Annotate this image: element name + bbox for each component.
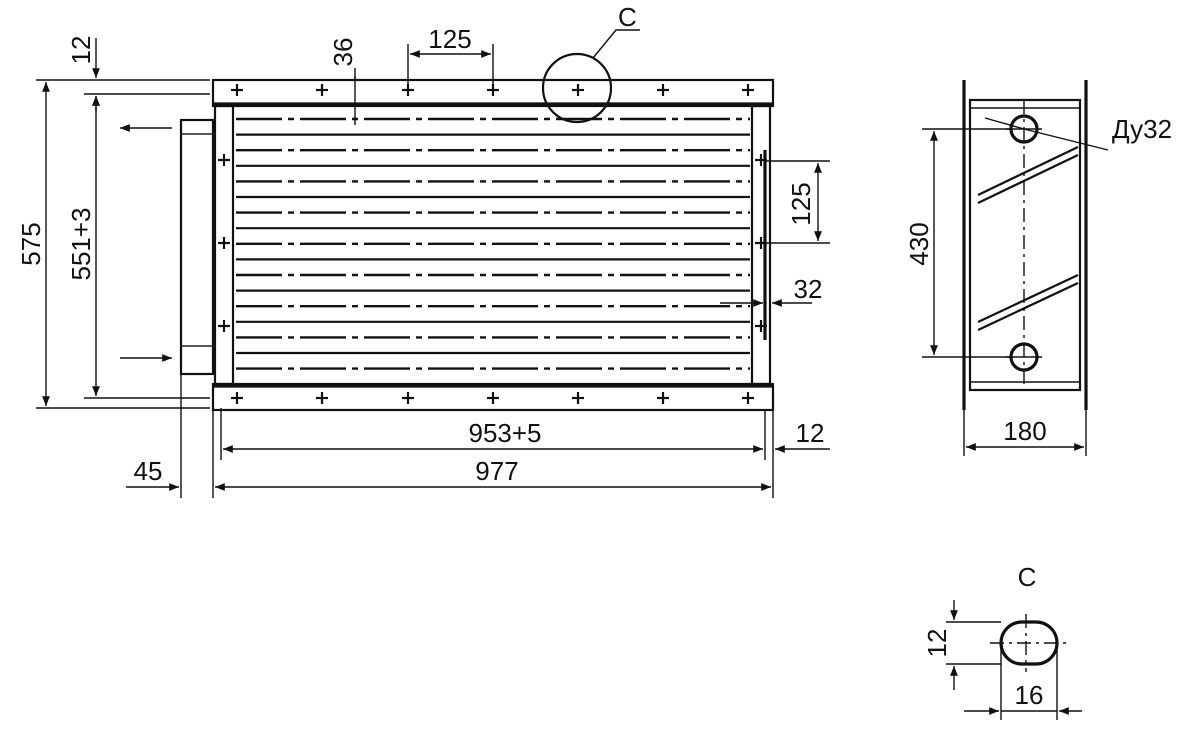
dim-12-right: 12	[796, 418, 825, 448]
bolt-mark	[218, 320, 230, 332]
dim-430: 430	[904, 222, 934, 265]
bolt-mark	[755, 320, 767, 332]
bolt-mark	[218, 154, 230, 166]
bolt-mark	[657, 392, 669, 404]
bolt-mark	[572, 392, 584, 404]
dim-551: 551+3	[66, 207, 96, 280]
bolt-mark	[742, 392, 754, 404]
detail-dim-16: 16	[1015, 680, 1044, 710]
detail-c-view: C 12 16	[922, 562, 1082, 720]
bolt-mark	[755, 154, 767, 166]
header-pipe	[179, 118, 215, 376]
bolt-mark	[231, 392, 243, 404]
bottom-bolts	[231, 392, 754, 404]
bolt-mark	[572, 84, 584, 96]
tube-lines	[236, 117, 750, 370]
bolt-mark	[316, 84, 328, 96]
dim-32: 32	[794, 274, 823, 304]
bolt-mark	[316, 392, 328, 404]
bolt-mark	[218, 237, 230, 249]
bottom-flange	[211, 382, 775, 412]
detail-dim-12: 12	[922, 629, 952, 658]
side-body	[968, 98, 1082, 392]
bolt-mark	[742, 84, 754, 96]
dim-125-top: 125	[428, 24, 471, 54]
bolt-mark	[231, 84, 243, 96]
bolt-mark	[402, 392, 414, 404]
bolt-mark	[657, 84, 669, 96]
dim-45: 45	[134, 456, 163, 486]
label-du32: Ду32	[1112, 114, 1172, 144]
front-view: C 575 551+3 12 36 125 125 32	[16, 2, 830, 498]
bolt-mark	[487, 392, 499, 404]
detail-c-title: C	[1018, 562, 1037, 592]
dim-953: 953+5	[468, 418, 541, 448]
dim-575: 575	[16, 222, 46, 265]
dim-977: 977	[475, 456, 518, 486]
side-bolts	[218, 154, 767, 332]
right-side-plate	[750, 104, 772, 386]
dim-12-top: 12	[66, 36, 96, 65]
callout-c-label: C	[618, 2, 637, 32]
side-view: Ду32 430 180	[904, 80, 1172, 456]
detail-c-circle	[541, 52, 613, 124]
dim-125-right: 125	[786, 182, 816, 225]
left-side-plate	[213, 104, 235, 386]
dim-36: 36	[328, 38, 358, 67]
dim-180: 180	[1003, 416, 1046, 446]
